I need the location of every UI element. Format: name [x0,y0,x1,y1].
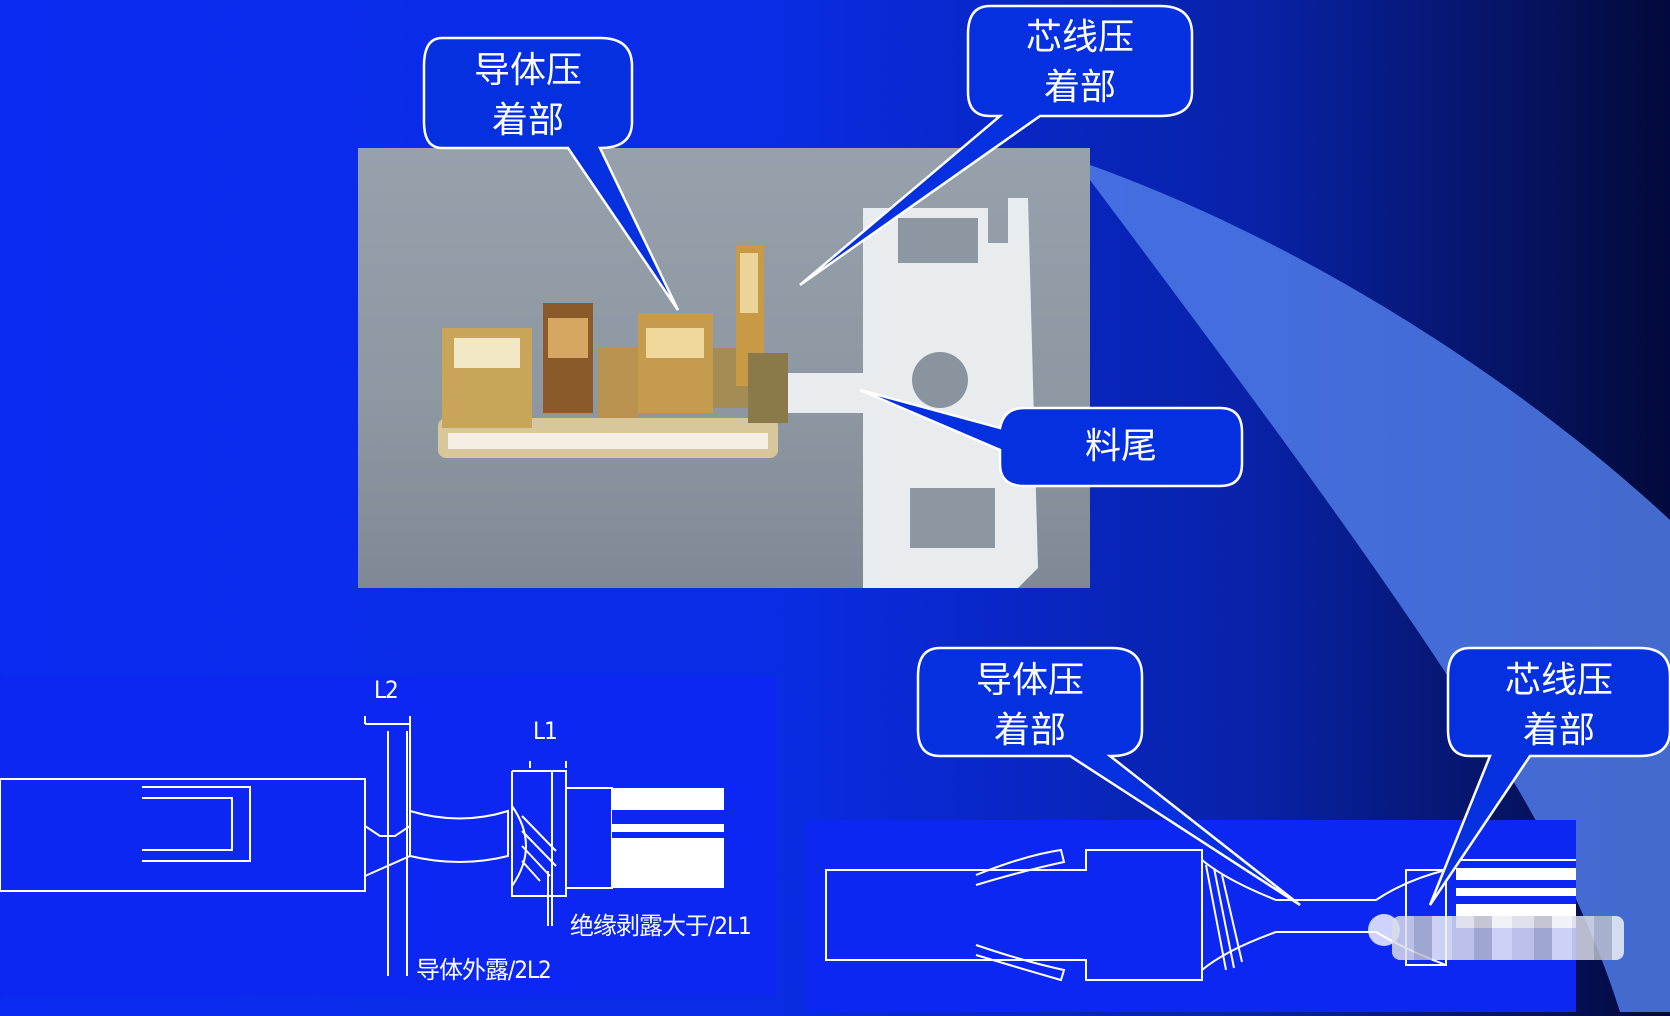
terminal-photo-drawing [438,198,1038,588]
callout-top-core-text: 芯线压 着部 [1025,17,1134,108]
callout-bottom-conductor-bubble [916,646,1301,907]
callout-bottom-core-text: 芯线压 着部 [1504,660,1613,751]
terminal-photo [358,148,1090,588]
crimp-dimension-drawing: L2 L1 绝缘剥露大于/2L1 导体外露/2L2 [0,676,776,996]
dimension-l2-label: L2 [374,676,399,704]
crimp-dimension-lines [0,716,724,976]
callout-bottom-conductor-text: 导体压 着部 [975,660,1084,751]
callout-top-core-bubble [799,4,1194,287]
callout-bottom-core-bubble [1428,646,1670,906]
callout-top-conductor-text: 导体压 着部 [473,50,582,141]
callout-top-conductor-bubble [422,36,680,311]
dimension-l1-label: L1 [533,717,558,745]
conductor-exposed-label: 导体外露/2L2 [416,956,552,984]
callout-tail-text: 料尾 [1084,426,1157,467]
insulation-strip-label: 绝缘剥露大于/2L1 [570,912,752,940]
callout-tail-bubble [859,388,1244,488]
blurred-watermark [1392,916,1624,960]
